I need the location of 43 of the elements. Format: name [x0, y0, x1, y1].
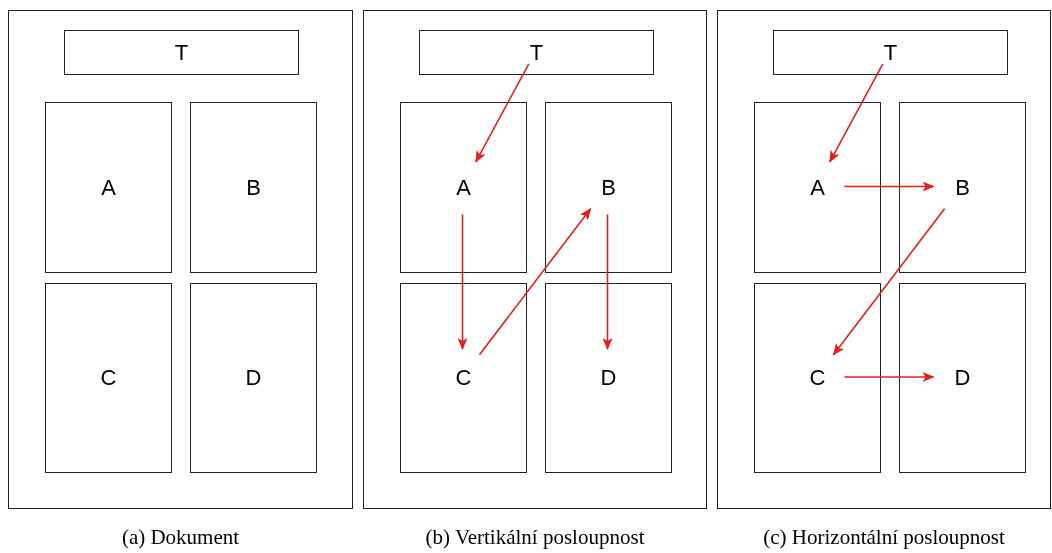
box-letter: A: [456, 174, 471, 201]
content-box: [45, 283, 172, 473]
box-letter: A: [101, 174, 116, 201]
content-box: [754, 102, 881, 273]
panel-caption: (b) Vertikální posloupnost: [425, 525, 645, 550]
box-letter: B: [955, 174, 970, 201]
document-panel: [8, 10, 353, 509]
box-letter: C: [455, 365, 472, 391]
box-letter: A: [810, 174, 825, 201]
box-letter: D: [245, 365, 262, 391]
arrow: [478, 208, 592, 356]
box-letter: B: [246, 174, 261, 201]
document-panel: [717, 10, 1051, 509]
content-box: [545, 102, 672, 273]
panel-caption: (c) Horizontální posloupnost: [763, 525, 1005, 550]
arrow: [843, 372, 935, 382]
arrow: [475, 63, 530, 163]
content-box: [190, 283, 317, 473]
box-letter: C: [809, 365, 826, 391]
document-panel: [363, 10, 707, 509]
panel-caption: (a) Dokument: [121, 525, 240, 550]
box-letter: D: [954, 365, 971, 391]
content-box: [899, 283, 1026, 473]
content-box: [754, 283, 881, 473]
box-letter: T: [529, 39, 544, 66]
arrow: [843, 181, 935, 192]
arrow: [829, 63, 884, 163]
content-box: [400, 283, 527, 473]
arrow: [457, 213, 468, 350]
content-box: [190, 102, 317, 273]
arrow: [602, 213, 613, 350]
box-letter: T: [174, 39, 189, 66]
content-box: [45, 102, 172, 273]
title-box: [773, 30, 1008, 75]
box-letter: B: [601, 174, 616, 201]
box-letter: C: [100, 365, 117, 391]
title-box: [419, 30, 654, 75]
title-box: [64, 30, 299, 75]
box-letter: T: [883, 39, 898, 66]
content-box: [545, 283, 672, 473]
box-letter: D: [600, 365, 617, 391]
content-box: [400, 102, 527, 273]
content-box: [899, 102, 1026, 273]
